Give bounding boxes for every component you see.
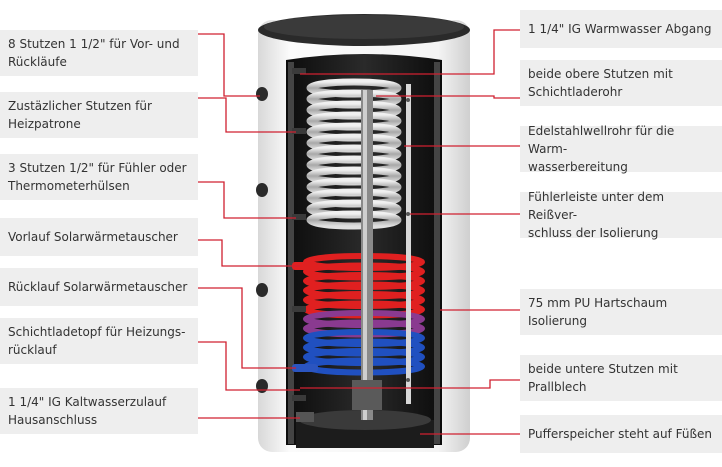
stratification-pipe (352, 90, 382, 420)
leader-lines (198, 29, 520, 435)
stainless-coil (306, 78, 402, 230)
label-heizpatrone: Zustäzlicher Stutzen für Heizpatrone (0, 92, 198, 138)
label-edelstahlwellrohr: Edelstahlwellrohr für die Warm- wasserbe… (520, 124, 722, 174)
label-warmwasser-abgang: 1 1/4" IG Warmwasser Abgang (520, 10, 722, 48)
label-ruecklauf-solar: Rücklauf Solarwärmetauscher (0, 268, 198, 306)
label-stutzen-vor-ruecklaeufe: 8 Stutzen 1 1/2" für Vor- und Rückläufe (0, 30, 198, 76)
label-obere-stutzen: beide obere Stutzen mit Schichtladerohr (520, 60, 722, 106)
label-fuehlerleiste: Fühlerleiste unter dem Reißver- schluss … (520, 190, 722, 240)
label-untere-stutzen: beide untere Stutzen mit Prallblech (520, 355, 722, 401)
label-pu-hartschaum: 75 mm PU Hartschaum Isolierung (520, 289, 722, 335)
label-fuehler-stutzen: 3 Stutzen 1/2" für Fühler oder Thermomet… (0, 154, 198, 200)
label-fuesse: Pufferspeicher steht auf Füßen (520, 415, 722, 453)
sensor-strip (406, 84, 411, 404)
side-nozzles (256, 68, 318, 422)
label-vorlauf-solar: Vorlauf Solarwärmetauscher (0, 218, 198, 256)
label-schichtladetopf: Schichtladetopf für Heizungs- rücklauf (0, 318, 198, 364)
label-kaltwasserzulauf: 1 1/4" IG Kaltwasserzulauf Hausanschluss (0, 388, 198, 434)
